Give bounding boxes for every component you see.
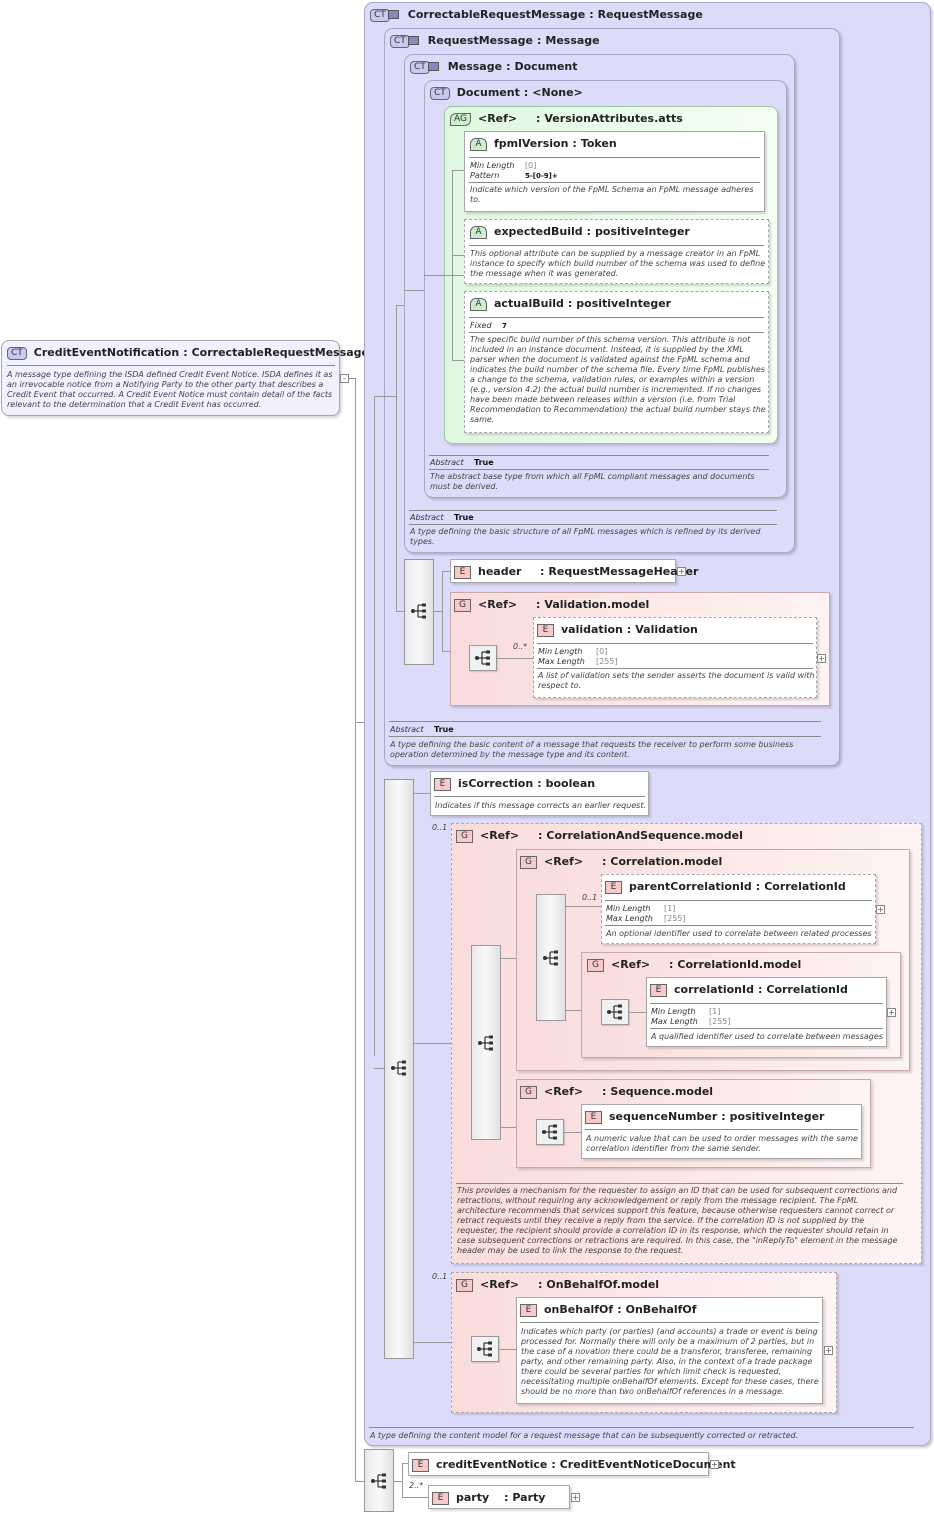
- complex-type-icon: CT: [410, 61, 430, 74]
- group-icon: G: [454, 599, 471, 612]
- sequence-icon: [371, 1473, 386, 1489]
- attribute-icon: A: [470, 138, 487, 151]
- corr-seq-occurrence: 0..1: [432, 823, 448, 832]
- sequence-icon: [543, 950, 558, 966]
- expand-icon[interactable]: +: [824, 1346, 833, 1355]
- complex-type-icon: CT: [7, 347, 27, 360]
- expand-icon[interactable]: +: [817, 654, 826, 663]
- expand-icon[interactable]: +: [677, 567, 686, 576]
- on-behalf-of-occurrence: 0..1: [432, 1272, 448, 1281]
- attribute-group-icon: AG: [450, 113, 471, 126]
- sequence-icon: [477, 1341, 492, 1357]
- collapse-icon[interactable]: -: [340, 374, 349, 383]
- expand-icon[interactable]: +: [571, 1493, 580, 1502]
- root-description: A message type defining the ISDA defined…: [7, 370, 333, 409]
- party-occurrence: 2..*: [409, 1481, 424, 1490]
- element-icon: E: [605, 881, 622, 894]
- element-icon: E: [434, 778, 451, 791]
- request-message-sequence: [404, 559, 434, 665]
- parent-correlation-occurrence: 0..1: [582, 893, 598, 902]
- element-icon: E: [454, 566, 471, 579]
- expand-icon[interactable]: +: [710, 1460, 719, 1469]
- element-icon: E: [537, 624, 554, 637]
- sequence-icon: [607, 1004, 622, 1020]
- sequence-icon: [411, 603, 426, 619]
- root-type: CorrectableRequestMessage: [191, 346, 370, 359]
- element-icon: E: [520, 1304, 537, 1317]
- sequence-icon: [391, 1060, 406, 1076]
- group-icon: G: [456, 830, 473, 843]
- expand-icon[interactable]: +: [876, 905, 885, 914]
- expand-icon[interactable]: +: [887, 1008, 896, 1017]
- sequence-model-sequence: [536, 1119, 564, 1145]
- validation-occurrence: 0..*: [513, 642, 528, 651]
- sequence-icon: [475, 650, 490, 666]
- group-icon: G: [587, 959, 604, 972]
- element-icon: E: [650, 984, 667, 997]
- sequence-icon: [542, 1124, 557, 1140]
- group-icon: G: [520, 1086, 537, 1099]
- attribute-icon: A: [470, 298, 487, 311]
- group-icon: G: [456, 1279, 473, 1292]
- sequence-icon: [478, 1035, 493, 1051]
- correctable-sequence: [384, 779, 414, 1359]
- element-icon: E: [432, 1492, 449, 1505]
- complex-type-icon: CT: [430, 87, 450, 100]
- element-icon: E: [412, 1459, 429, 1472]
- element-icon: E: [585, 1111, 602, 1124]
- group-icon: G: [520, 856, 537, 869]
- root-name: CreditEventNotification: [33, 346, 180, 359]
- attribute-icon: A: [470, 226, 487, 239]
- correctable-description: A type defining the content model for a …: [370, 1431, 799, 1440]
